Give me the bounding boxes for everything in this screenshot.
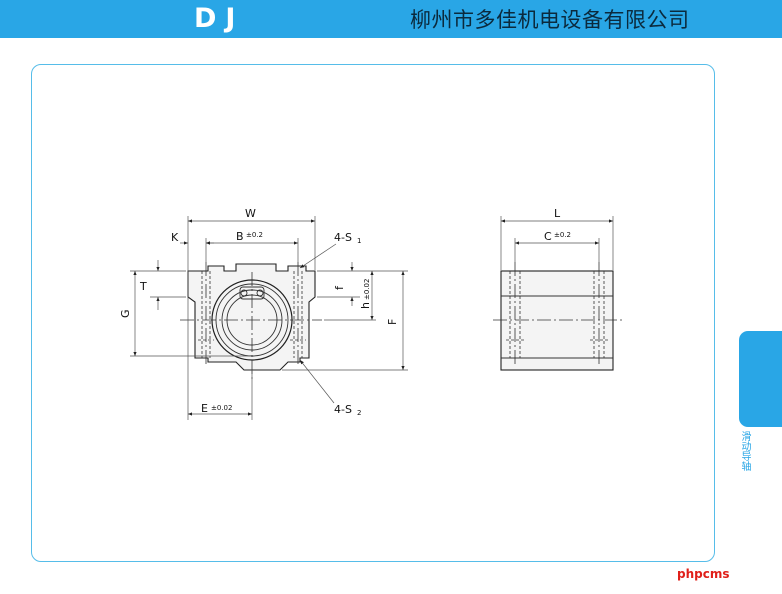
side-view: L C ±0.2 — [493, 207, 622, 371]
label-h: h — [359, 302, 372, 309]
screw-head-left — [240, 289, 248, 297]
label-S2: 4-S — [334, 403, 352, 416]
label-B-tol: ±0.2 — [246, 231, 263, 239]
side-category-label: 滑动导轴 — [739, 431, 750, 471]
label-F: F — [386, 319, 399, 325]
leader-S2 — [299, 359, 335, 404]
header-bar — [0, 0, 782, 38]
label-S2-sub: 2 — [357, 409, 361, 417]
label-S1: 4-S — [334, 231, 352, 244]
label-L: L — [554, 207, 561, 220]
company-name: 柳州市多佳机电设备有限公司 — [410, 8, 690, 32]
watermark: phpcms — [677, 567, 730, 581]
label-h-tol: ±0.02 — [363, 279, 371, 300]
front-view: W K B ±0.2 4-S 1 T G f h ±0.02 F E ±0.02… — [119, 207, 408, 420]
label-f: f — [333, 285, 346, 290]
label-B: B — [236, 230, 244, 243]
screw-head-right — [256, 289, 264, 297]
label-C-tol: ±0.2 — [554, 231, 571, 239]
label-C: C — [544, 230, 552, 243]
side-block-outline — [500, 270, 614, 371]
leader-S1 — [299, 243, 337, 269]
drawing-frame — [31, 64, 715, 562]
label-W: W — [245, 207, 256, 220]
label-E: E — [201, 402, 208, 415]
label-G: G — [119, 309, 132, 318]
label-S1-sub: 1 — [357, 237, 361, 245]
product-code: DJ — [194, 3, 245, 34]
label-E-tol: ±0.02 — [211, 404, 232, 412]
label-T: T — [139, 280, 147, 293]
side-category-tab[interactable] — [739, 331, 782, 427]
label-K: K — [171, 231, 179, 244]
